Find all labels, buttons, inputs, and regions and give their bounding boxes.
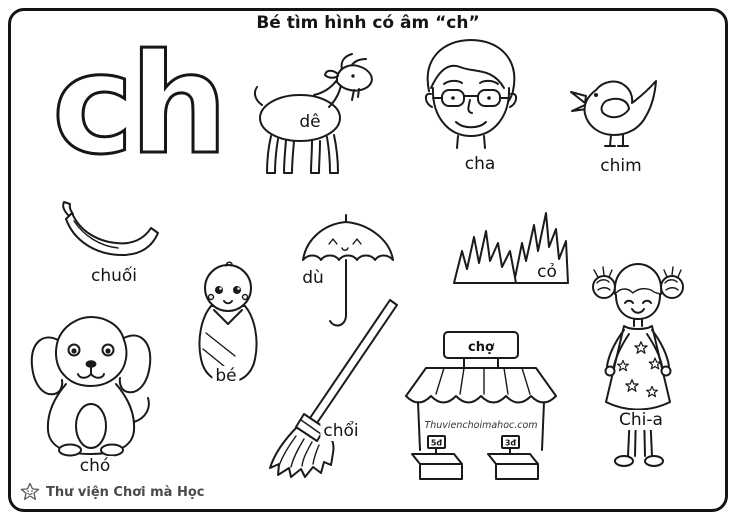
- market-price-left: 5đ: [431, 439, 443, 448]
- father-label: cha: [461, 154, 499, 175]
- page-border-frame: [8, 8, 728, 512]
- girl-label: Chi-a: [616, 410, 666, 431]
- grass-label: cỏ: [534, 262, 560, 283]
- market-price-right: 3đ: [505, 439, 517, 448]
- footer-brand: Thư viện Chơi mà Học: [20, 482, 205, 502]
- banana-drawing: [52, 195, 167, 267]
- father-face-icon: [424, 39, 518, 149]
- broom-label: chổi: [320, 421, 362, 442]
- bird-drawing: [566, 68, 666, 153]
- big-ch-glyphs: ch: [52, 24, 224, 185]
- star-logo-icon: [20, 482, 40, 500]
- dog-label: chó: [76, 456, 114, 477]
- umbrella-label: dù: [299, 268, 327, 289]
- banana-label: chuối: [87, 266, 141, 287]
- banana-icon: [62, 201, 159, 256]
- baby-icon: [198, 261, 258, 383]
- goat-drawing: [242, 52, 380, 184]
- baby-drawing: [190, 260, 266, 386]
- umbrella-icon: [302, 214, 394, 327]
- big-ch-letters: ch: [48, 23, 238, 187]
- market-website-text: Thuvienchoimahoc.com: [424, 420, 537, 431]
- dog-drawing: [24, 314, 166, 457]
- market-sign-label: chợ: [468, 340, 495, 355]
- girl-drawing: [588, 260, 688, 482]
- baby-label: bé: [212, 366, 240, 387]
- market-stall-icon: chợ Thuvienchoimahoc.com 5đ 3đ: [405, 331, 557, 480]
- footer-brand-text: Thư viện Chơi mà Học: [46, 484, 205, 500]
- bird-label: chim: [597, 156, 645, 177]
- girl-icon: [592, 263, 684, 467]
- dog-icon: [30, 316, 152, 457]
- goat-icon: [253, 53, 373, 174]
- bird-icon: [570, 80, 657, 147]
- broom-icon: [269, 299, 398, 478]
- umbrella-drawing: [296, 213, 396, 335]
- page-title: Bé tìm hình có âm “ch”: [256, 13, 480, 33]
- market-drawing: chợ Thuvienchoimahoc.com 5đ 3đ: [398, 330, 563, 482]
- father-drawing: [416, 36, 526, 161]
- big-ch-text: ch: [51, 23, 230, 187]
- broom-drawing: [244, 296, 404, 481]
- goat-label: dê: [296, 112, 324, 133]
